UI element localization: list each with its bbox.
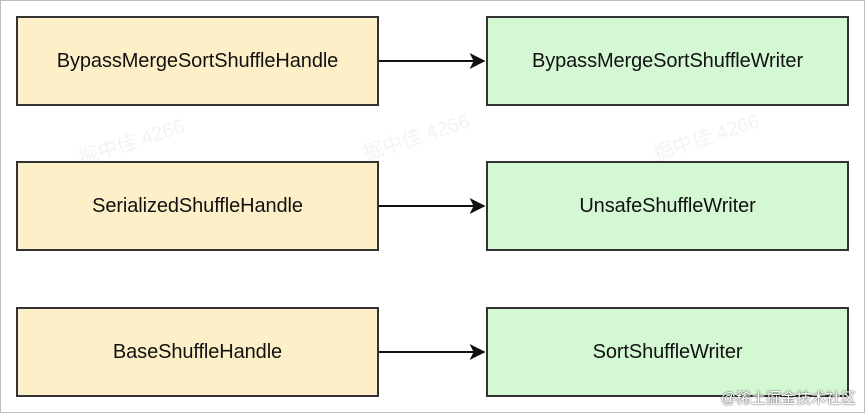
watermark: 掘中佳 4266 [651, 110, 763, 166]
handle-box-serialized: SerializedShuffleHandle [16, 161, 379, 251]
writer-box-bypass-merge-sort: BypassMergeSortShuffleWriter [486, 16, 849, 106]
watermark: 掘中佳 4266 [361, 110, 473, 166]
writer-box-unsafe: UnsafeShuffleWriter [486, 161, 849, 251]
writer-box-sort: SortShuffleWriter [486, 307, 849, 397]
handle-box-base: BaseShuffleHandle [16, 307, 379, 397]
handle-box-bypass-merge-sort: BypassMergeSortShuffleHandle [16, 16, 379, 106]
source-credit: @稀土掘金技术社区 [720, 390, 856, 407]
